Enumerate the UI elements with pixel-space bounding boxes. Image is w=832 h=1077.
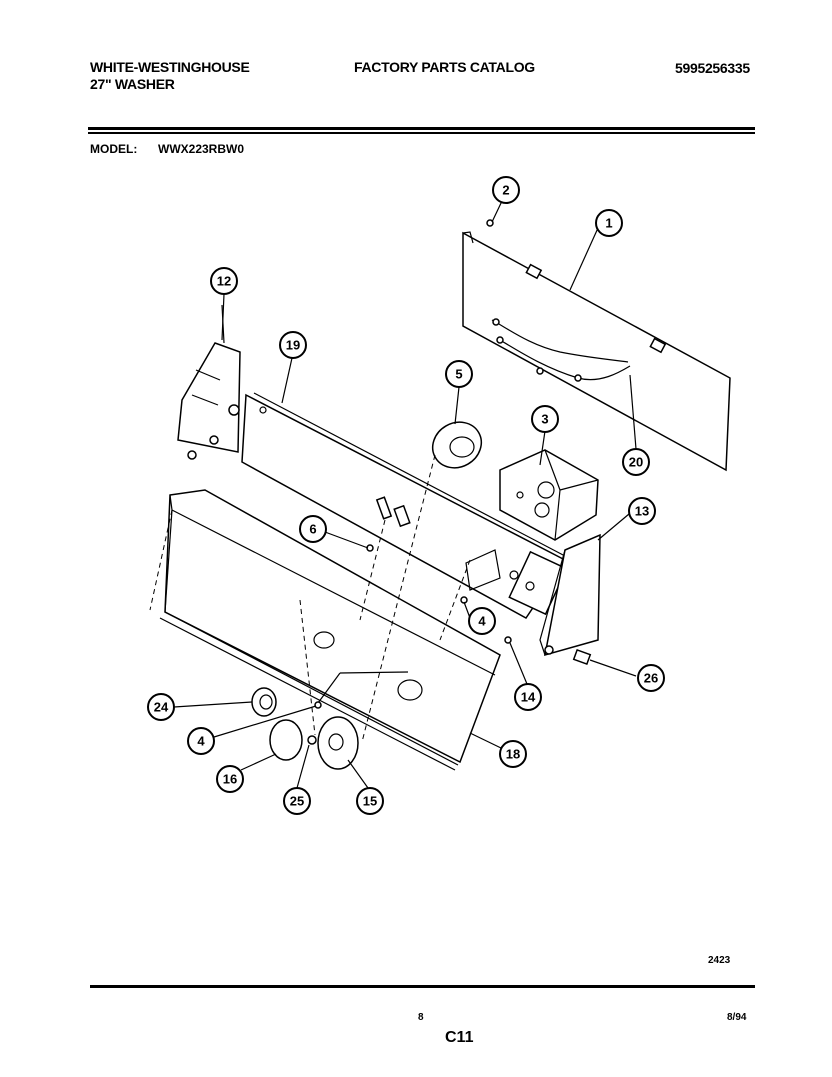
spring-part-25 (307, 735, 317, 745)
svg-text:24: 24 (154, 700, 169, 715)
callout-4-upper: 4 (468, 607, 496, 635)
callout-2: 2 (492, 176, 520, 204)
svg-text:12: 12 (217, 274, 231, 289)
callout-24: 24 (147, 693, 175, 721)
brand-name: WHITE-WESTINGHOUSE (90, 59, 250, 75)
callout-26: 26 (637, 664, 665, 692)
header-rule-bottom (88, 132, 755, 134)
callout-13: 13 (628, 497, 656, 525)
clip-part-4-lower (314, 701, 322, 709)
svg-text:4: 4 (197, 734, 205, 749)
clip-part-26 (572, 648, 592, 666)
control-panel (241, 392, 568, 619)
callout-20: 20 (622, 448, 650, 476)
page-number: 8 (418, 1012, 424, 1023)
screw-part-14 (504, 636, 512, 644)
screw-part-2 (486, 219, 494, 227)
callout-18: 18 (499, 740, 527, 768)
model-number: WWX223RBW0 (158, 142, 245, 156)
footer-rule (90, 985, 755, 988)
svg-text:19: 19 (286, 338, 300, 353)
svg-text:20: 20 (629, 455, 643, 470)
svg-text:2: 2 (502, 183, 509, 198)
knob-part-16 (269, 719, 303, 761)
svg-text:14: 14 (521, 690, 536, 705)
water-level-switch (177, 304, 241, 460)
timer (499, 449, 599, 541)
section-code: C11 (445, 1029, 474, 1046)
figure-code: 2423 (708, 955, 731, 966)
product-name: 27" WASHER (90, 76, 175, 92)
svg-text:13: 13 (635, 504, 649, 519)
callout-19: 19 (279, 331, 307, 359)
callout-12: 12 (210, 267, 238, 295)
rear-control-panel (462, 231, 731, 472)
svg-text:4: 4 (478, 614, 486, 629)
svg-text:6: 6 (309, 522, 316, 537)
svg-text:15: 15 (363, 794, 377, 809)
catalog-date: 8/94 (727, 1012, 747, 1023)
svg-text:5: 5 (455, 367, 462, 382)
svg-text:3: 3 (541, 412, 548, 427)
selector-switch (431, 421, 483, 469)
callout-15: 15 (356, 787, 384, 815)
callout-1: 1 (595, 209, 623, 237)
callout-14: 14 (514, 683, 542, 711)
svg-text:18: 18 (506, 747, 520, 762)
svg-text:1: 1 (605, 216, 612, 231)
callout-3: 3 (531, 405, 559, 433)
callout-6: 6 (299, 515, 327, 543)
catalog-title: FACTORY PARTS CATALOG (354, 59, 535, 75)
leader-lines (173, 200, 637, 789)
svg-text:16: 16 (223, 772, 237, 787)
svg-text:25: 25 (290, 794, 304, 809)
svg-text:26: 26 (644, 671, 658, 686)
catalog-number: 5995256335 (675, 60, 750, 76)
callout-5: 5 (445, 360, 473, 388)
callout-4-lower: 4 (187, 727, 215, 755)
knob-part-24 (251, 687, 277, 717)
end-cap (539, 533, 601, 657)
model-label: MODEL: (90, 142, 138, 156)
knob-part-15 (317, 716, 359, 770)
callout-16: 16 (216, 765, 244, 793)
header-rule-top (88, 127, 755, 130)
callout-25: 25 (283, 787, 311, 815)
front-console (149, 489, 501, 771)
